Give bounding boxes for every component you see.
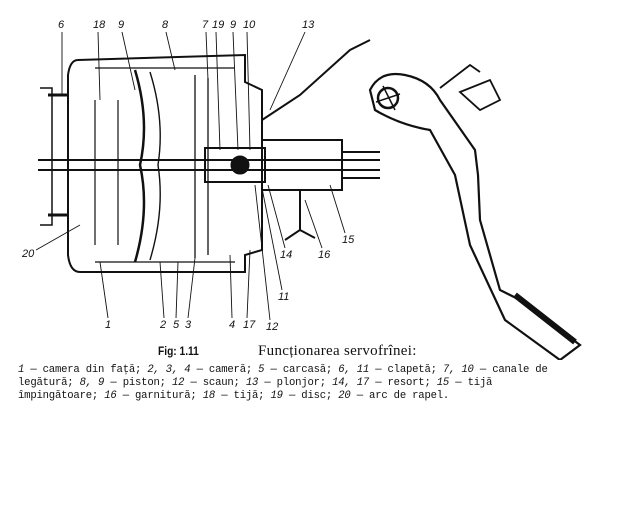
legend-number: 19 [270, 390, 283, 402]
legend-text: — plonjor; [258, 377, 333, 389]
callout-7: 7 [202, 19, 209, 31]
legend-number: 1 [18, 364, 25, 376]
legend-text: — arc de rapel. [350, 390, 450, 402]
legend-number: 14, 17 [332, 377, 370, 389]
callout-18: 18 [93, 19, 106, 31]
legend-text: — resort; [369, 377, 437, 389]
callout-10: 10 [243, 19, 256, 31]
callout-2: 2 [159, 319, 166, 331]
callout-19: 19 [212, 19, 224, 31]
figure-number: Fig: 1.11 [158, 344, 199, 358]
callout-5: 5 [173, 319, 180, 331]
legend-number: 6, 11 [338, 364, 370, 376]
push-rod [38, 139, 380, 191]
callout-17: 17 [243, 319, 256, 331]
legend-number: 15 [436, 377, 450, 389]
booster-housing [40, 53, 263, 273]
legend-text: — cameră; [190, 364, 259, 376]
callout-9: 9 [118, 19, 124, 31]
legend-number: 7, 10 [442, 364, 474, 376]
callout-9b: 9 [230, 19, 236, 31]
legend-text: — scaun; [184, 377, 246, 389]
legend-text: — canale de legătură; [18, 364, 548, 389]
callout-12: 12 [266, 321, 278, 333]
callout-1: 1 [105, 319, 111, 331]
brake-booster-diagram: 6 18 9 8 7 19 9 10 13 20 15 16 14 11 1 2… [21, 19, 582, 360]
callout-13: 13 [302, 19, 315, 31]
callout-6: 6 [58, 19, 65, 31]
brake-pedal [368, 63, 582, 360]
legend-number: 8, 9 [79, 377, 105, 389]
legend-text: — disc; [282, 390, 339, 402]
legend-number: 16 [104, 390, 117, 402]
callout-3: 3 [185, 319, 192, 331]
leader-lines [35, 31, 346, 321]
callout-11: 11 [278, 291, 289, 303]
figure-caption-title: Funcționarea servofrînei: [258, 343, 417, 359]
legend-text: — piston; [104, 377, 172, 389]
legend-text: — tijă împingătoare; [18, 377, 493, 402]
callout-16: 16 [318, 249, 331, 261]
legend-text: — clapetă; [369, 364, 443, 376]
legend-number: 13 [245, 377, 259, 389]
legend-text: — camera din față; [24, 364, 148, 376]
legend-number: 2, 3, 4 [147, 364, 191, 376]
legend-text: — tijă; [215, 390, 271, 402]
legend-number: 12 [171, 377, 185, 389]
callout-20: 20 [21, 248, 35, 260]
parts-legend: 1 — camera din față; 2, 3, 4 — cameră; 5… [18, 364, 578, 403]
legend-number: 18 [202, 390, 216, 402]
callout-4: 4 [229, 319, 235, 331]
legend-text: — carcasă; [264, 364, 339, 376]
legend-number: 5 [258, 364, 265, 376]
callout-8: 8 [162, 19, 169, 31]
legend-text: — garnitură; [116, 390, 203, 402]
callout-labels: 6 18 9 8 7 19 9 10 13 20 15 16 14 11 1 2… [21, 19, 355, 333]
legend-number: 20 [338, 390, 351, 402]
mounting-bracket [261, 39, 371, 241]
callout-15: 15 [342, 234, 355, 246]
callout-14: 14 [280, 249, 292, 261]
